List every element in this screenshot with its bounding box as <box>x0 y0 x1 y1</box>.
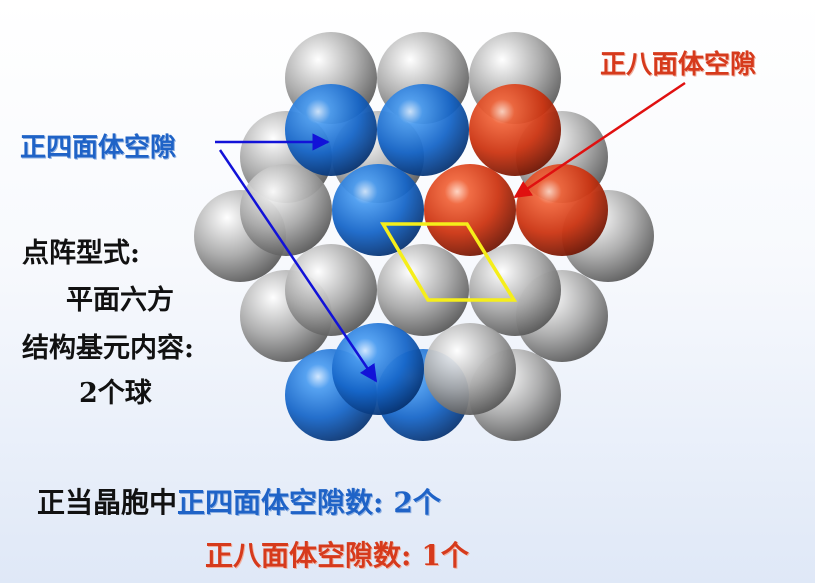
count-prefix: 正当晶胞中 <box>37 486 178 519</box>
gray-sphere <box>240 164 332 256</box>
lattice-type-title: 点阵型式: <box>22 238 140 269</box>
gray-sphere <box>285 244 377 336</box>
sphere-layer <box>194 32 654 441</box>
tetrahedral-void-label: 正四面体空隙 <box>20 133 177 163</box>
octahedral-count-line: 正八面体空隙数: 1个 <box>205 534 469 574</box>
gray-sphere <box>424 323 516 415</box>
octahedral-count-name: 正八面体空隙数: <box>205 539 412 572</box>
tetrahedral-arrow-lower <box>218 149 378 383</box>
unit-cell-rhombus <box>379 222 518 302</box>
tetrahedral-count-name: 正四面体空隙数: <box>177 486 384 519</box>
lattice-type-value: 平面六方 <box>66 285 174 316</box>
gray-sphere <box>469 244 561 336</box>
octahedral-arrow <box>513 81 686 199</box>
red-sphere <box>469 84 561 176</box>
basis-title: 结构基元内容: <box>22 333 194 364</box>
blue-sphere <box>332 323 424 415</box>
blue-sphere <box>377 84 469 176</box>
tetrahedral-count-line: 正当晶胞中正四面体空隙数: 2个 <box>37 481 441 521</box>
blue-sphere <box>285 84 377 176</box>
octahedral-count-value: 1个 <box>421 539 469 572</box>
tetrahedral-count-value: 2个 <box>393 486 441 519</box>
red-sphere <box>516 164 608 256</box>
basis-value: 2个球 <box>79 378 152 409</box>
red-sphere <box>424 164 516 256</box>
blue-sphere <box>332 164 424 256</box>
octahedral-void-label: 正八面体空隙 <box>600 50 757 80</box>
